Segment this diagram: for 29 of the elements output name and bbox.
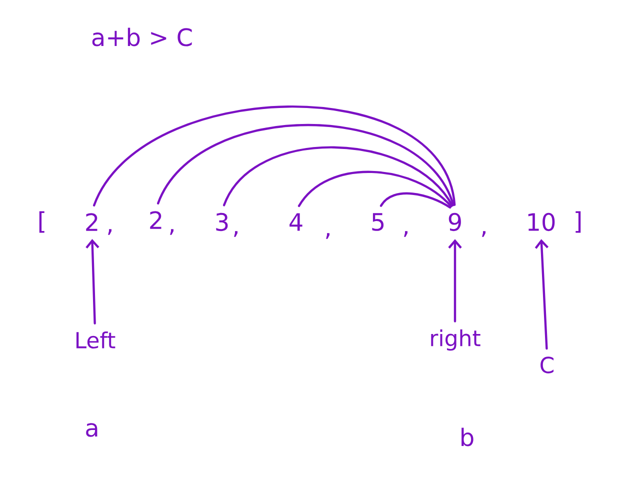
arrow <box>86 239 100 324</box>
variable-label: a <box>86 423 98 437</box>
arc-line <box>156 124 454 206</box>
pointer-label: C <box>540 356 554 374</box>
variable-label: b <box>462 428 474 446</box>
arc-line <box>380 192 452 209</box>
comma: , <box>234 231 238 237</box>
array-number: 2 <box>86 213 98 231</box>
equation: a+b > C <box>92 28 192 46</box>
comma: , <box>482 231 486 237</box>
arc-line <box>298 170 452 208</box>
arrow <box>448 239 462 322</box>
pointer-label: Left <box>76 331 116 348</box>
arrow <box>534 239 549 350</box>
array-number: 5 <box>372 213 384 231</box>
array-number: 3 <box>216 212 228 232</box>
pointer-label: right <box>431 329 480 351</box>
bracket: ] <box>576 211 581 233</box>
array-number: 10 <box>528 212 555 232</box>
array-number: 4 <box>290 213 302 231</box>
array-number: 9 <box>448 212 461 232</box>
comma: , <box>404 231 408 237</box>
array-number: 2 <box>150 211 162 229</box>
bracket: [ <box>39 211 44 233</box>
arc-line <box>92 106 456 206</box>
comma: , <box>326 233 330 239</box>
comma: , <box>170 229 174 235</box>
comma: , <box>108 229 112 235</box>
arc-line <box>222 146 454 207</box>
